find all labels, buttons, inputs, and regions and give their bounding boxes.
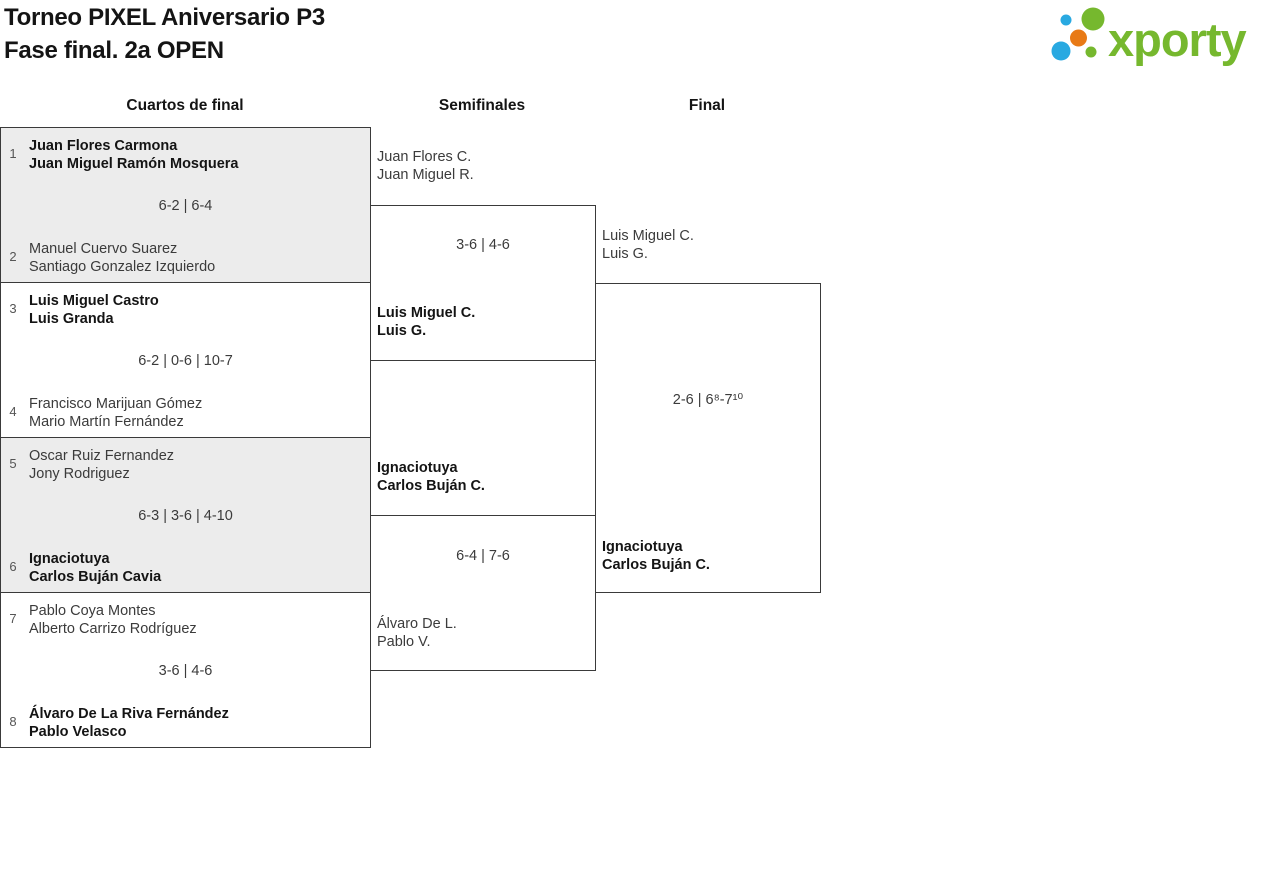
- match-score: 2-6 | 6⁸-7¹⁰: [672, 392, 744, 408]
- round-header-semifinals: Semifinales: [438, 97, 526, 114]
- team-name: Luis Miguel C.Luis G.: [377, 305, 476, 339]
- logo-dot-green-small: [1085, 46, 1097, 58]
- round-header-final: Final: [688, 97, 726, 114]
- seed-badge: 4: [9, 404, 17, 419]
- team-name: Luis Miguel C.Luis G.: [602, 228, 694, 262]
- seed-badge: 3: [9, 301, 17, 316]
- match-score: 6-4 | 7-6: [456, 548, 510, 564]
- match-score: 6-2 | 6-4: [158, 198, 213, 214]
- seed-badge: 8: [9, 714, 17, 729]
- team-name: Juan Flores C.Juan Miguel R.: [377, 149, 474, 183]
- round-header-quarterfinals: Cuartos de final: [126, 97, 244, 114]
- match-score: 6-2 | 0-6 | 10-7: [138, 353, 233, 369]
- logo-wordmark: xporty: [1108, 13, 1247, 66]
- seed-badge: 7: [9, 611, 17, 626]
- tournament-title: Torneo PIXEL Aniversario P3: [4, 4, 325, 31]
- match-score: 3-6 | 4-6: [158, 663, 213, 679]
- logo-dot-blue-large: [1051, 41, 1071, 61]
- logo-dot-orange: [1070, 29, 1087, 47]
- team-name: Álvaro De L.Pablo V.: [377, 616, 457, 650]
- seed-badge: 5: [9, 456, 17, 471]
- match-frame-final: [595, 283, 821, 593]
- logo-dot-green-large: [1081, 7, 1105, 31]
- xporty-logo-graphic: xporty: [1051, 7, 1248, 66]
- match-score: 3-6 | 4-6: [456, 237, 510, 253]
- match-score: 6-3 | 3-6 | 4-10: [138, 508, 233, 524]
- seed-badge: 6: [9, 559, 17, 574]
- match-frame-sf2: [370, 515, 596, 671]
- xporty-logo[interactable]: xporty: [1048, 2, 1276, 73]
- tournament-subtitle: Fase final. 2a OPEN: [4, 37, 224, 64]
- logo-dot-blue-small: [1060, 14, 1072, 26]
- seed-badge: 1: [9, 146, 17, 161]
- seed-badge: 2: [9, 249, 17, 264]
